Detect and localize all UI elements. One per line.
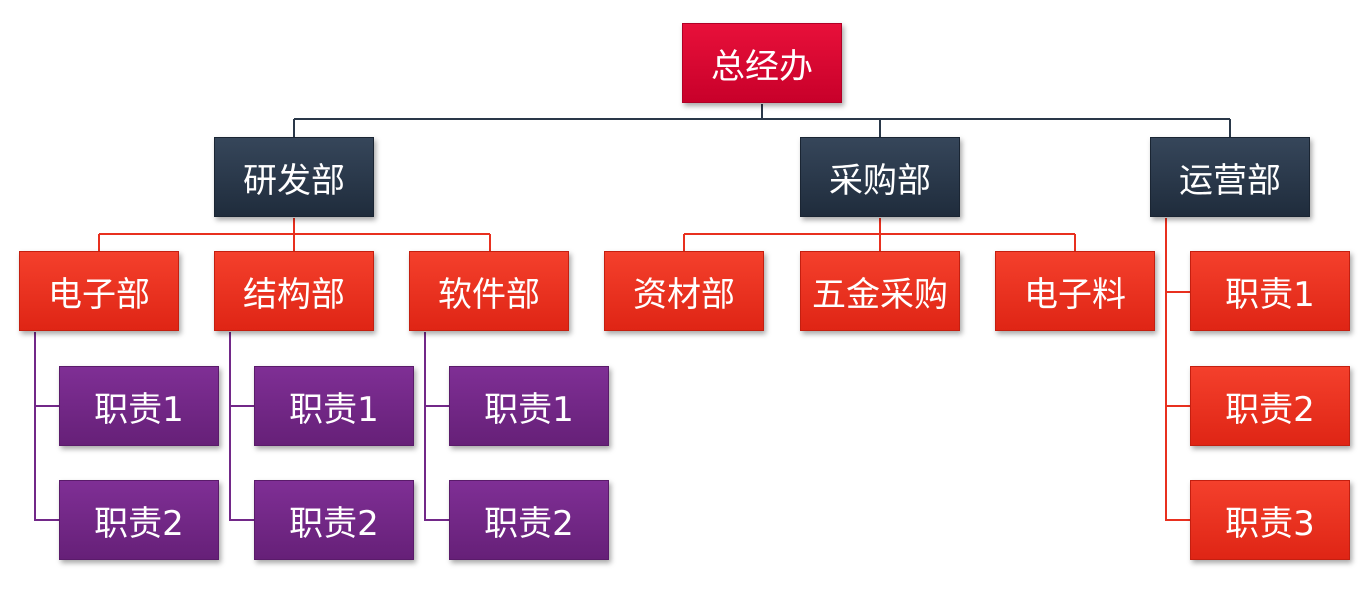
- node-rd-department: 研发部: [214, 137, 374, 217]
- node-label: 职责2: [94, 503, 184, 544]
- node-label: 职责3: [1225, 503, 1315, 544]
- node-label: 职责2: [484, 503, 574, 544]
- node-software-unit: 软件部: [409, 251, 569, 331]
- node-electronics-unit: 电子部: [19, 251, 179, 331]
- node-software-duty-1: 职责1: [449, 366, 609, 446]
- node-label: 职责1: [1225, 274, 1315, 315]
- root-connectors: [293, 104, 1231, 137]
- node-software-duty-2: 职责2: [449, 480, 609, 560]
- node-label: 结构部: [243, 274, 345, 315]
- node-label: 运营部: [1179, 160, 1281, 201]
- node-label: 研发部: [243, 160, 345, 201]
- node-label: 职责2: [1225, 389, 1315, 430]
- purchasing-connectors: [683, 218, 1076, 251]
- node-electronics-duty-2: 职责2: [59, 480, 219, 560]
- connector-software-duties: [424, 332, 449, 521]
- node-operations-duty-2: 职责2: [1190, 366, 1350, 446]
- node-label: 职责2: [289, 503, 379, 544]
- node-electronic-components-unit: 电子料: [995, 251, 1155, 331]
- node-label: 资材部: [633, 274, 735, 315]
- node-operations-department: 运营部: [1150, 137, 1310, 217]
- node-label: 软件部: [438, 274, 540, 315]
- duty-connectors: [34, 332, 449, 521]
- node-label: 职责1: [484, 389, 574, 430]
- operations-connectors: [1165, 218, 1190, 521]
- node-label: 采购部: [829, 160, 931, 201]
- node-operations-duty-3: 职责3: [1190, 480, 1350, 560]
- node-structure-duty-2: 职责2: [254, 480, 414, 560]
- node-electronics-duty-1: 职责1: [59, 366, 219, 446]
- node-operations-duty-1: 职责1: [1190, 251, 1350, 331]
- node-materials-unit: 资材部: [604, 251, 764, 331]
- node-label: 五金采购: [812, 274, 948, 315]
- node-label: 电子料: [1024, 274, 1126, 315]
- node-label: 职责1: [94, 389, 184, 430]
- rd-connectors: [98, 218, 491, 251]
- connector-structure-duties: [229, 332, 254, 521]
- node-hardware-purchasing-unit: 五金采购: [800, 251, 960, 331]
- node-label: 职责1: [289, 389, 379, 430]
- node-purchasing-department: 采购部: [800, 137, 960, 217]
- node-structure-duty-1: 职责1: [254, 366, 414, 446]
- node-general-office: 总经办: [682, 23, 842, 103]
- node-label: 电子部: [48, 274, 150, 315]
- connector-electronics-duties: [34, 332, 59, 521]
- node-label: 总经办: [711, 46, 813, 87]
- node-structure-unit: 结构部: [214, 251, 374, 331]
- connector-operations-trunk: [1165, 218, 1190, 521]
